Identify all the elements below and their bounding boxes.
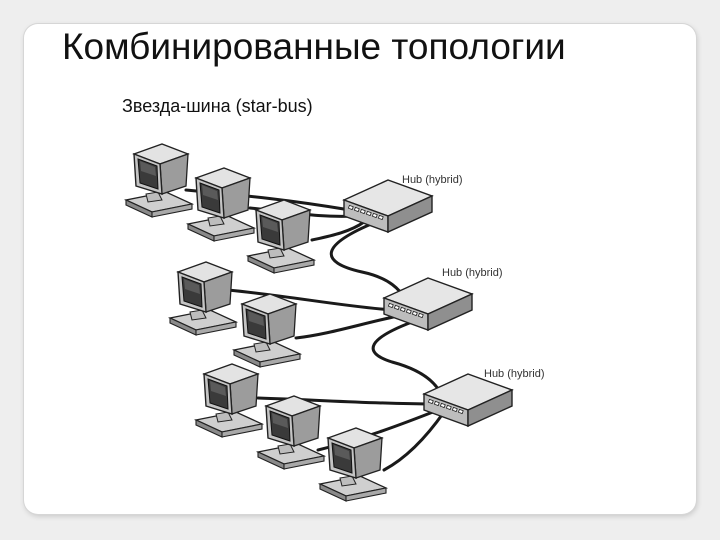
hub-label: Hub (hybrid) <box>402 174 463 186</box>
slide-subtitle: Звезда-шина (star-bus) <box>122 96 313 116</box>
computer-icon <box>247 199 315 274</box>
computer-icon <box>319 427 387 502</box>
hub-2: Hub (hybrid) <box>383 267 503 331</box>
hub-1: Hub (hybrid) <box>343 174 463 233</box>
hub-label: Hub (hybrid) <box>442 267 503 279</box>
slide-title: Комбинированные топологии <box>62 26 566 67</box>
hub-label: Hub (hybrid) <box>484 368 545 380</box>
hub-3: Hub (hybrid) <box>423 368 545 427</box>
computer-icon <box>125 143 193 218</box>
computer-icon <box>187 167 255 242</box>
computer-icon <box>257 395 325 470</box>
hub-icon <box>423 373 513 427</box>
computer-icon <box>195 363 263 438</box>
computer-icon <box>169 261 237 336</box>
computer-icon <box>233 293 301 368</box>
hub-icon <box>343 179 433 233</box>
hub-icon <box>383 277 473 331</box>
